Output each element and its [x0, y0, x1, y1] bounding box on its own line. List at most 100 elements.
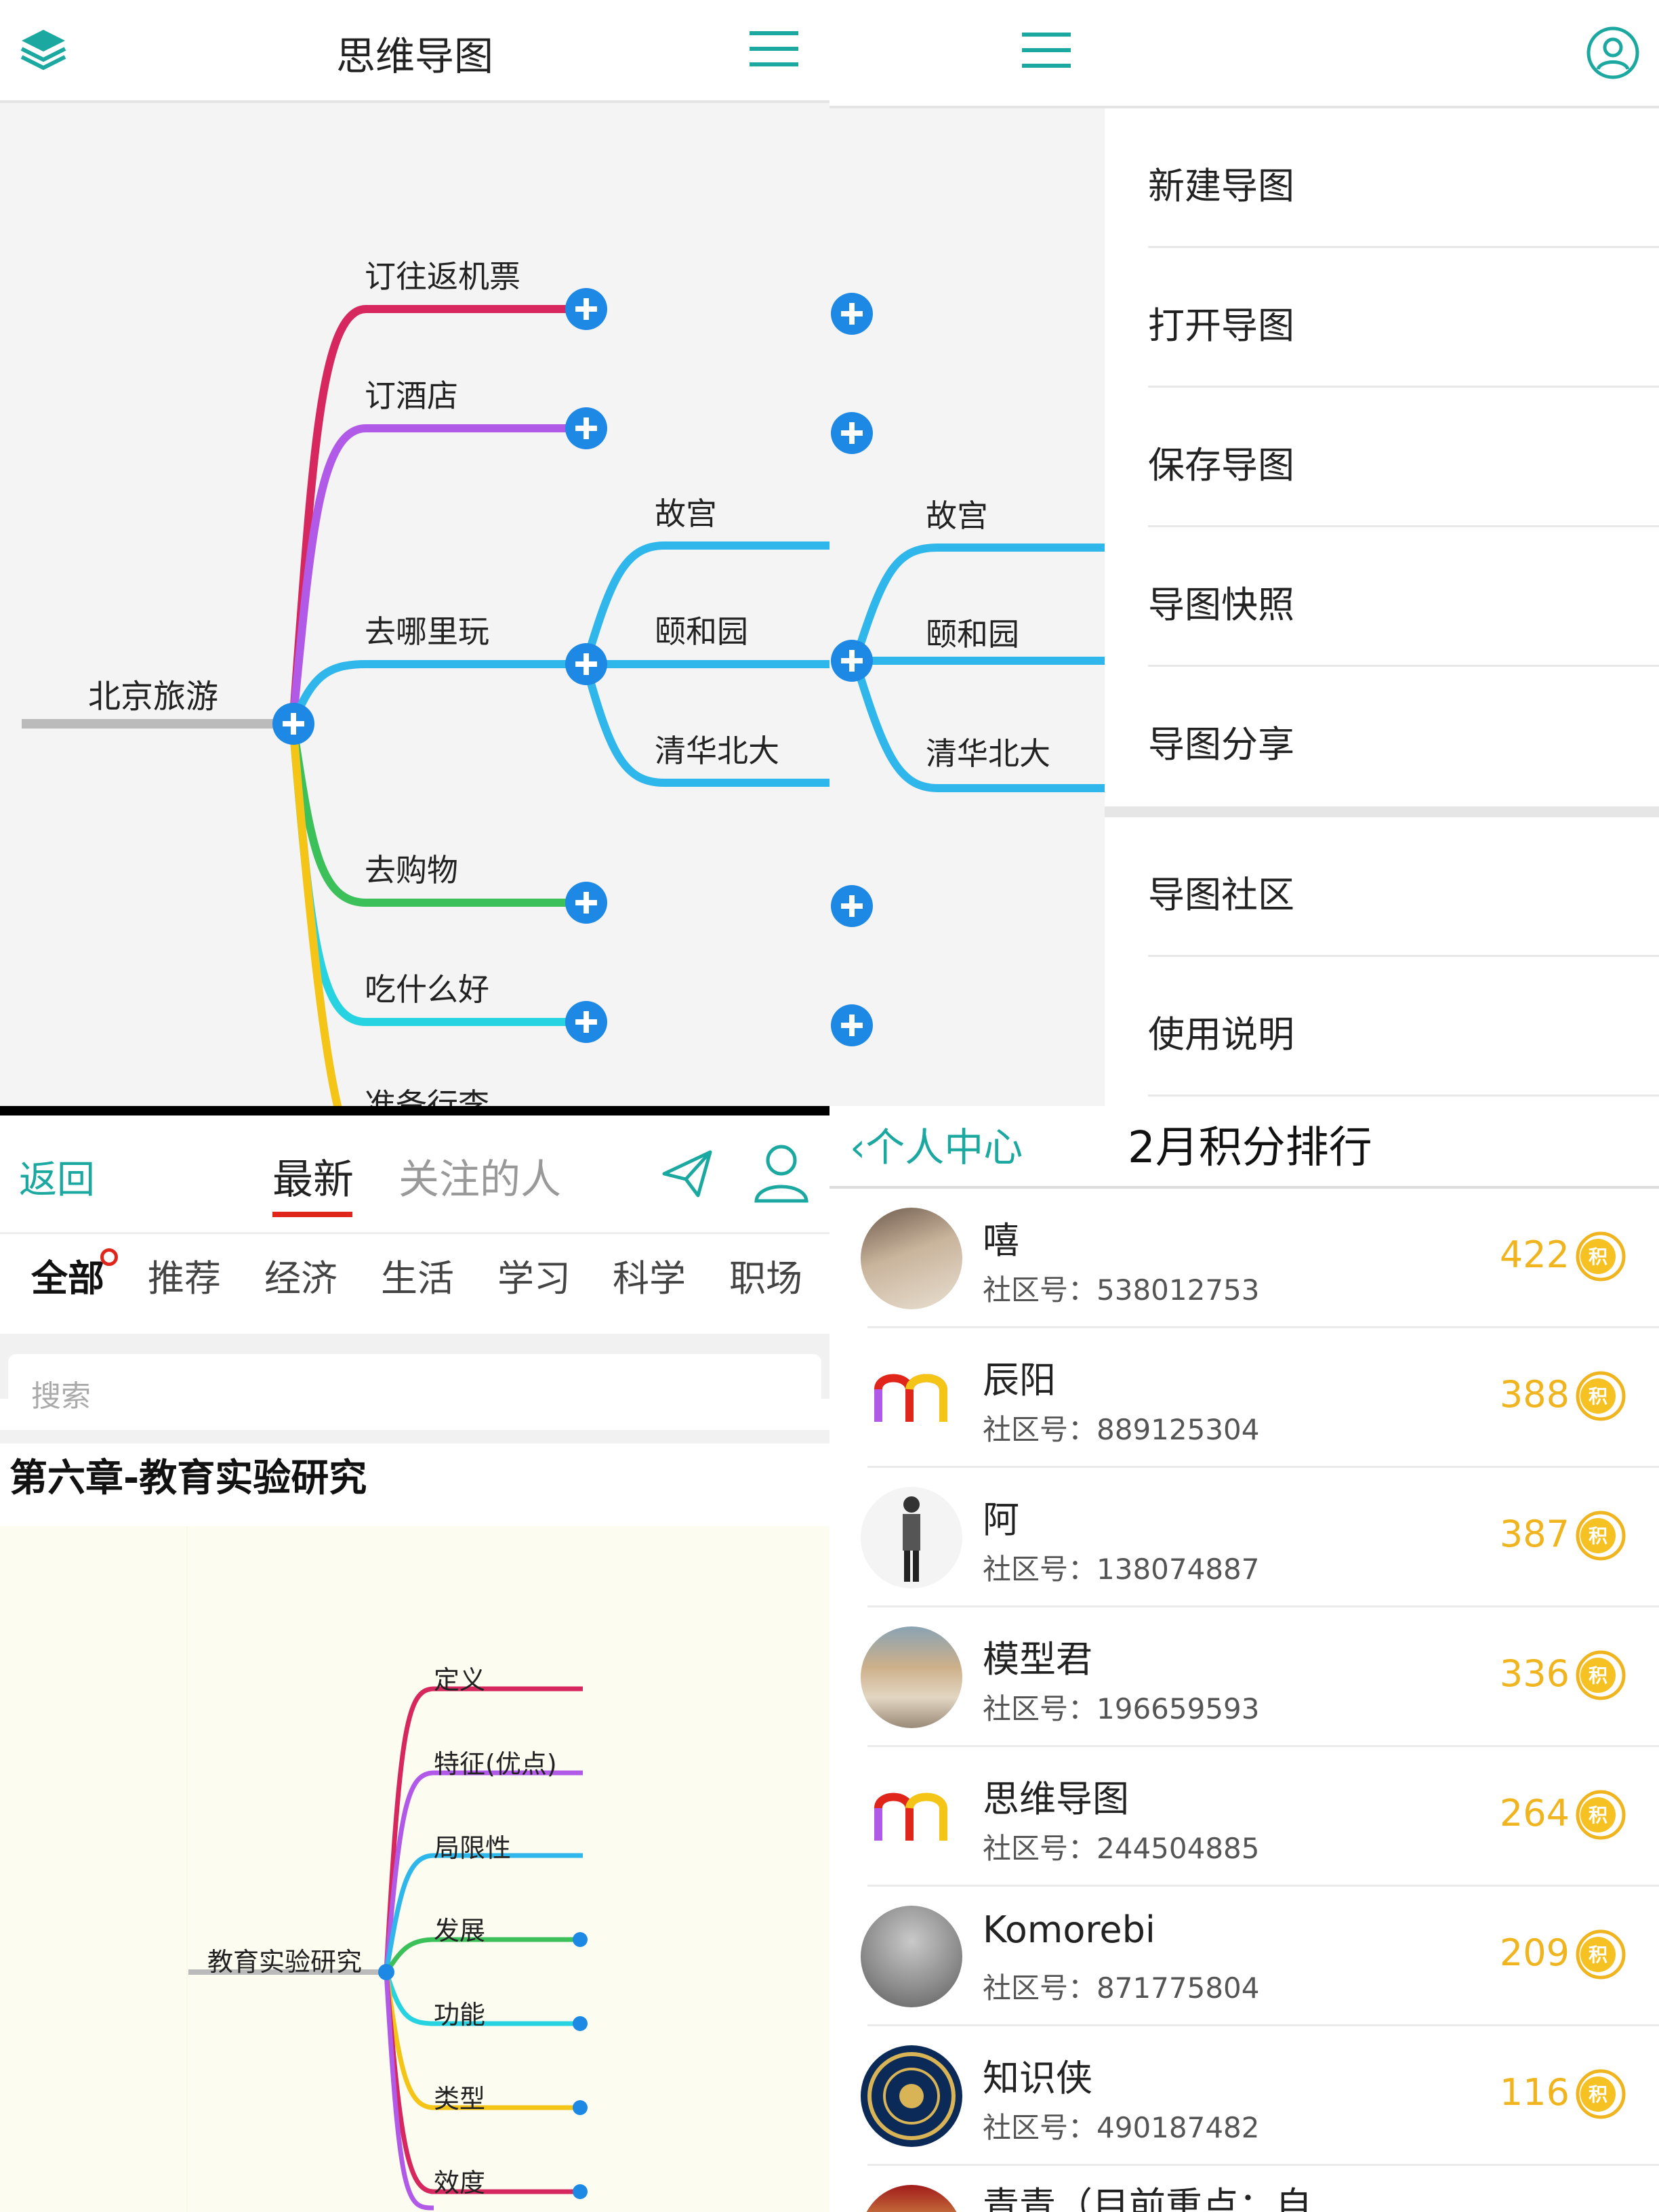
points-coin-icon: 积 — [1576, 1231, 1626, 1282]
back-button[interactable]: 返回 — [19, 1158, 95, 1202]
ranking-row[interactable]: 知识侠 社区号：490187482 116 积 — [830, 2026, 1659, 2166]
points-score: 209 — [1499, 1931, 1570, 1974]
avatar — [861, 1208, 962, 1309]
branch-label-packing[interactable]: 准备行李 — [365, 1086, 489, 1106]
points-coin-icon: 积 — [1576, 1650, 1626, 1700]
community-id: 社区号：138074887 — [983, 1553, 1260, 1586]
side-menu-panel: 故宫 颐和园 清华北大 新建导图 打开导图 保存导图 导图快照 导图分享 导图社… — [830, 0, 1659, 1106]
user-name: 模型君 — [983, 1638, 1092, 1681]
category-life[interactable]: 生活 — [381, 1257, 454, 1300]
coin-label: 积 — [1589, 2083, 1607, 2106]
divider — [867, 1605, 1659, 1607]
editor-title: 思维导图 — [335, 33, 493, 79]
sub-label-palace[interactable]: 故宫 — [926, 497, 988, 534]
tab-latest[interactable]: 最新 — [272, 1156, 354, 1204]
expand-plus-icon[interactable] — [830, 638, 874, 683]
user-profile-icon[interactable] — [1586, 26, 1640, 80]
hamburger-menu-icon[interactable] — [1022, 31, 1071, 69]
sub-label-summer-palace[interactable]: 颐和园 — [926, 616, 1019, 653]
bagua-emblem-icon — [867, 2052, 956, 2140]
person-figure-icon — [903, 1496, 920, 1582]
expand-plus-icon[interactable] — [830, 884, 874, 928]
avatar — [861, 2185, 962, 2212]
user-icon[interactable] — [752, 1143, 811, 1204]
points-score: 336 — [1499, 1652, 1570, 1695]
post-mindmap-preview[interactable]: 教育实验研究 定义 特征(优点) 局限性 发展 功能 类型 效度 — [0, 1526, 830, 2212]
menu-section-divider — [1105, 806, 1659, 817]
avatar — [861, 1626, 962, 1728]
expand-plus-icon[interactable] — [564, 880, 609, 925]
divider — [867, 1885, 1659, 1887]
root-node-label[interactable]: 北京旅游 — [88, 678, 219, 716]
expand-plus-icon[interactable] — [830, 411, 874, 455]
ranking-row[interactable]: Komorebi 社区号：871775804 209 积 — [830, 1887, 1659, 2026]
menu-item-open-map[interactable]: 打开导图 — [1105, 248, 1659, 388]
branch-label-sightseeing[interactable]: 去哪里玩 — [365, 613, 489, 650]
category-career[interactable]: 职场 — [729, 1257, 802, 1300]
expand-plus-icon[interactable] — [564, 642, 609, 687]
sub-label-palace[interactable]: 故宫 — [655, 495, 717, 532]
menu-list: 新建导图 打开导图 保存导图 导图快照 导图分享 导图社区 使用说明 — [1105, 108, 1659, 1106]
ranking-row[interactable]: 辰阳 社区号：889125304 388 积 — [830, 1328, 1659, 1468]
community-feed-panel: 返回 最新 关注的人 全部 推荐 经济 生活 学习 科学 职场 搜索 第六章-教… — [0, 1106, 830, 2212]
user-name: 青青（目前重点：自 — [983, 2184, 1312, 2212]
category-recommended[interactable]: 推荐 — [148, 1257, 221, 1300]
user-name: 思维导图 — [983, 1778, 1129, 1820]
hamburger-menu-icon[interactable] — [750, 30, 798, 68]
post-title[interactable]: 第六章-教育实验研究 — [9, 1456, 367, 1500]
menu-item-new-map[interactable]: 新建导图 — [1105, 108, 1659, 248]
menu-item-save-map[interactable]: 保存导图 — [1105, 388, 1659, 527]
sub-label-summer-palace[interactable]: 颐和园 — [655, 613, 748, 650]
expand-plus-icon[interactable] — [564, 1000, 609, 1044]
menu-header — [830, 0, 1659, 108]
sub-label-universities[interactable]: 清华北大 — [655, 733, 779, 769]
branch-label-hotel[interactable]: 订酒店 — [365, 377, 458, 414]
category-study[interactable]: 学习 — [497, 1257, 571, 1300]
menu-item-share[interactable]: 导图分享 — [1105, 667, 1659, 806]
menu-item-snapshot[interactable]: 导图快照 — [1105, 527, 1659, 667]
user-name: 辰阳 — [983, 1359, 1056, 1401]
ranking-row[interactable]: 阿 社区号：138074887 387 积 — [830, 1468, 1659, 1607]
community-id: 社区号：889125304 — [983, 1413, 1260, 1446]
expand-plus-icon[interactable] — [830, 1003, 874, 1048]
expand-plus-icon[interactable] — [271, 701, 316, 746]
points-score: 388 — [1499, 1373, 1570, 1416]
user-name: Komorebi — [983, 1908, 1155, 1951]
expand-plus-icon[interactable] — [830, 291, 874, 336]
category-science[interactable]: 科学 — [613, 1257, 686, 1300]
preview-mindmap — [186, 1526, 588, 2212]
ranking-row[interactable]: 思维导图 社区号：244504885 264 积 — [830, 1747, 1659, 1887]
category-all[interactable]: 全部 — [31, 1257, 104, 1300]
tab-following[interactable]: 关注的人 — [398, 1156, 561, 1204]
preview-branch-label: 发展 — [434, 1916, 486, 1946]
community-id: 社区号：490187482 — [983, 2111, 1260, 2144]
expand-plus-icon[interactable] — [564, 287, 609, 331]
points-score: 264 — [1499, 1792, 1570, 1835]
category-economy[interactable]: 经济 — [264, 1257, 337, 1300]
ranking-row[interactable]: 青青（目前重点：自 — [830, 2166, 1659, 2212]
search-input[interactable] — [8, 1354, 821, 1429]
sub-label-universities[interactable]: 清华北大 — [926, 735, 1050, 772]
back-to-profile-button[interactable]: ‹个人中心 — [850, 1115, 1023, 1172]
branch-label-food[interactable]: 吃什么好 — [365, 971, 489, 1008]
mindmap-partial — [851, 544, 1105, 792]
mindmap-canvas[interactable] — [0, 0, 830, 1106]
divider — [1148, 525, 1659, 527]
ranking-row[interactable]: 模型君 社区号：196659593 336 积 — [830, 1607, 1659, 1747]
divider — [867, 2024, 1659, 2026]
preview-branch-label: 特征(优点) — [434, 1749, 557, 1779]
branch-label-shopping[interactable]: 去购物 — [365, 852, 458, 888]
send-icon[interactable] — [660, 1147, 714, 1201]
menu-item-community[interactable]: 导图社区 — [1105, 817, 1659, 957]
divider — [867, 1326, 1659, 1328]
layers-icon[interactable] — [19, 26, 68, 75]
points-score: 116 — [1499, 2071, 1570, 2114]
points-coin-icon: 积 — [1576, 2069, 1626, 2119]
branch-label-flight[interactable]: 订往返机票 — [365, 258, 520, 295]
category-bar — [0, 1232, 830, 1334]
menu-item-instructions[interactable]: 使用说明 — [1105, 957, 1659, 1097]
ranking-row[interactable]: 嘻 社区号：538012753 422 积 — [830, 1189, 1659, 1328]
coin-label: 积 — [1589, 1525, 1607, 1547]
expand-plus-icon[interactable] — [564, 406, 609, 451]
mindmap-canvas-behind-menu: 故宫 颐和园 清华北大 — [830, 108, 1105, 1106]
